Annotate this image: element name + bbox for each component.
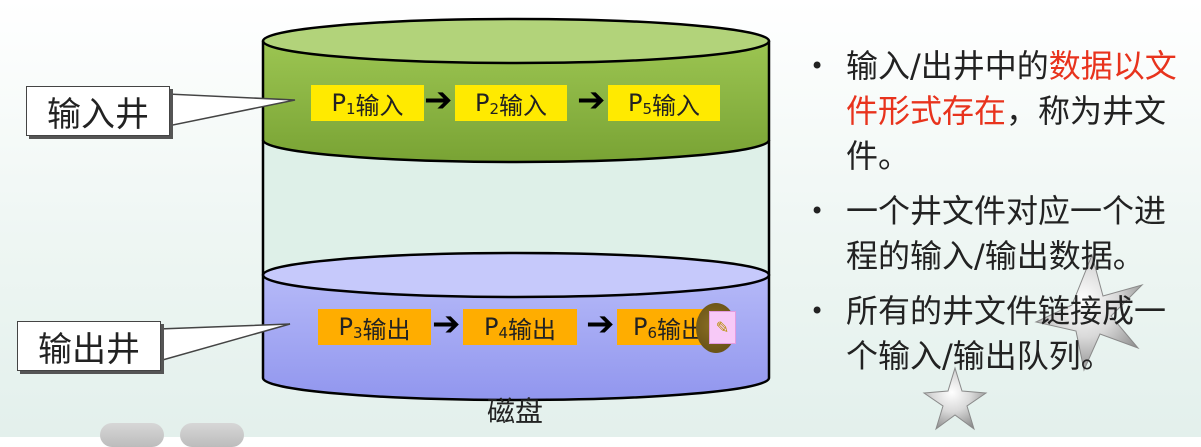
output-band-top xyxy=(261,251,771,299)
arrow-right-icon: ➔ xyxy=(586,304,615,344)
output-well-label: 输出井 xyxy=(38,329,140,370)
toolbar-button[interactable] xyxy=(180,423,244,447)
arrow-right-icon: ➔ xyxy=(577,80,606,120)
input-well-label: 输入井 xyxy=(47,94,149,135)
bullet-list: • 输入/出井中的数据以文件形式存在，称为井文件。 • 一个井文件对应一个进程的… xyxy=(806,44,1186,389)
bullet-item: • 一个井文件对应一个进程的输入/输出数据。 xyxy=(806,189,1186,279)
disk-label: 磁盘 xyxy=(486,395,543,428)
bullet-dot-icon: • xyxy=(810,197,825,225)
bullet-item: • 输入/出井中的数据以文件形式存在，称为井文件。 xyxy=(806,44,1186,179)
pen-tool-icon[interactable]: ✎ xyxy=(709,311,736,344)
bullet-item: • 所有的井文件链接成一个输入/输出队列。 xyxy=(806,289,1186,379)
star-decoration-icon xyxy=(922,366,988,431)
disk-top xyxy=(261,17,771,65)
input-well-callout: 输入井 xyxy=(26,86,170,136)
arrow-right-icon: ➔ xyxy=(432,304,461,344)
bullet-dot-icon: • xyxy=(810,52,825,80)
bullet-dot-icon: • xyxy=(810,297,825,325)
arrow-right-icon: ➔ xyxy=(424,80,453,120)
star-decoration-icon xyxy=(1034,253,1144,372)
toolbar-button[interactable] xyxy=(100,423,164,447)
output-well-callout: 输出井 xyxy=(17,321,161,371)
